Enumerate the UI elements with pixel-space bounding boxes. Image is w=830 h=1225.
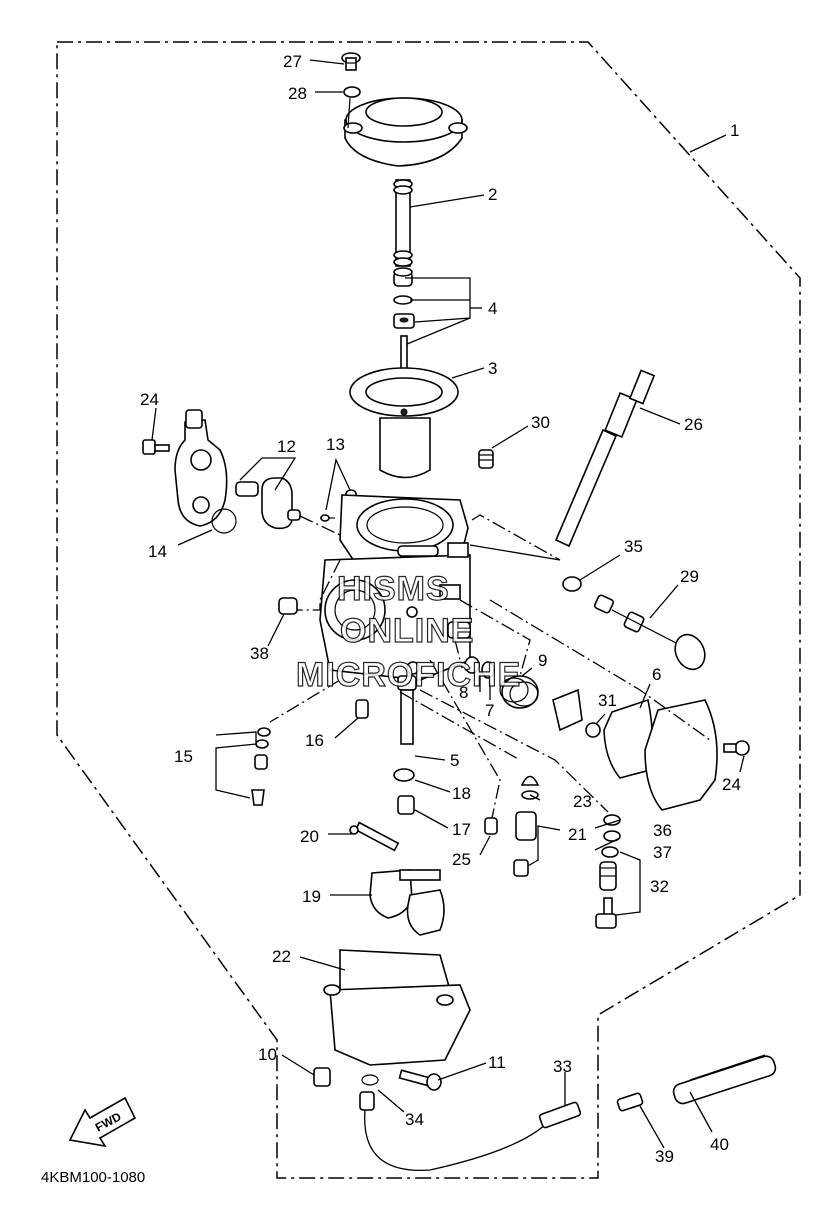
callout-38: 38 — [250, 644, 269, 663]
screw-29 — [593, 594, 706, 671]
watermark-line-2: ONLINE — [340, 612, 474, 650]
washer-28 — [343, 86, 361, 98]
spring-2 — [393, 179, 413, 267]
pilot-jet-15 — [251, 727, 271, 806]
jet-25 — [484, 817, 498, 835]
needle-jet-5 — [393, 675, 417, 815]
callout-29: 29 — [680, 567, 699, 586]
clip-34 — [359, 1074, 379, 1111]
callout-6: 6 — [652, 665, 661, 684]
callout-34: 34 — [405, 1110, 424, 1129]
washer-7 — [481, 661, 495, 679]
float-19 — [369, 869, 445, 936]
callout-labels: 1 2 3 4 5 6 7 8 9 10 11 12 13 14 15 16 1… — [140, 52, 741, 1166]
screw-11 — [398, 1069, 442, 1091]
callout-37: 37 — [653, 843, 672, 862]
callout-26: 26 — [684, 415, 703, 434]
fitting-39 — [616, 1092, 644, 1112]
cover-6 — [644, 699, 718, 811]
callout-1: 1 — [730, 121, 739, 140]
callout-11: 11 — [488, 1053, 506, 1072]
washer-37 — [603, 830, 621, 842]
callout-22: 22 — [272, 947, 291, 966]
cap-38 — [278, 597, 298, 615]
callout-17: 17 — [452, 820, 471, 839]
carburetor-body — [319, 494, 471, 681]
callout-24-right: 24 — [722, 775, 741, 794]
callout-18: 18 — [452, 784, 471, 803]
callout-10: 10 — [258, 1045, 277, 1064]
callout-39: 39 — [655, 1147, 674, 1166]
drain-hose-line — [364, 1109, 549, 1171]
callout-31: 31 — [598, 691, 617, 710]
screw-10 — [313, 1067, 331, 1087]
callout-7: 7 — [485, 701, 494, 720]
callout-14: 14 — [148, 542, 167, 561]
callout-24-left: 24 — [140, 390, 159, 409]
callout-33: 33 — [553, 1057, 572, 1076]
callout-16: 16 — [305, 731, 324, 750]
washer-8 — [464, 656, 480, 674]
jet-30 — [478, 449, 494, 469]
callout-30: 30 — [531, 413, 550, 432]
watermark-line-1: HISMS — [337, 570, 450, 608]
hose-33 — [538, 1101, 582, 1129]
callout-32: 32 — [650, 877, 669, 896]
washer-35 — [562, 576, 582, 592]
callout-9: 9 — [538, 651, 547, 670]
o-ring-14 — [211, 508, 237, 534]
callout-20: 20 — [300, 827, 319, 846]
callout-5: 5 — [450, 751, 459, 770]
assembly-frame — [56, 41, 801, 1179]
spring-9 — [499, 675, 539, 709]
watermark-line-3: MICROFICHE — [296, 656, 521, 694]
guide-lines — [269, 514, 711, 819]
diagram-code: 4KBM100-1080 — [41, 1169, 145, 1186]
callout-25: 25 — [452, 850, 471, 869]
diaphragm-3 — [349, 367, 459, 479]
callout-36: 36 — [653, 821, 672, 840]
top-cover — [343, 97, 468, 167]
callout-3: 3 — [488, 359, 497, 378]
screw-24-left — [142, 439, 170, 455]
callout-15: 15 — [174, 747, 193, 766]
float-valve-21 — [513, 790, 539, 877]
callout-35: 35 — [624, 537, 643, 556]
callout-12: 12 — [277, 437, 296, 456]
callout-23: 23 — [573, 792, 592, 811]
screw-27 — [341, 52, 361, 71]
callout-8: 8 — [459, 683, 468, 702]
screw-32 — [595, 846, 619, 929]
callout-21: 21 — [568, 825, 587, 844]
valve-12 — [235, 477, 301, 530]
leader-lines — [151, 59, 745, 1149]
jet-16 — [355, 699, 369, 719]
watermark: HISMS ONLINE MICROFICHE — [295, 569, 521, 694]
pin-20 — [349, 821, 400, 852]
plate-31 — [552, 688, 583, 732]
o-ring-36 — [603, 814, 621, 826]
callout-40: 40 — [710, 1135, 729, 1154]
screw-24-right — [723, 740, 750, 756]
callout-28: 28 — [288, 84, 307, 103]
callout-27: 27 — [283, 52, 302, 71]
callout-2: 2 — [488, 185, 497, 204]
callout-19: 19 — [302, 887, 321, 906]
hose-26 — [554, 369, 656, 548]
fwd-arrow-icon: FWD — [68, 1096, 137, 1148]
hose-40 — [672, 1054, 777, 1105]
bracket-left — [174, 409, 228, 527]
cap-23 — [520, 775, 540, 786]
callout-4: 4 — [488, 299, 497, 318]
float-bowl — [323, 949, 471, 1066]
callout-13: 13 — [326, 435, 345, 454]
